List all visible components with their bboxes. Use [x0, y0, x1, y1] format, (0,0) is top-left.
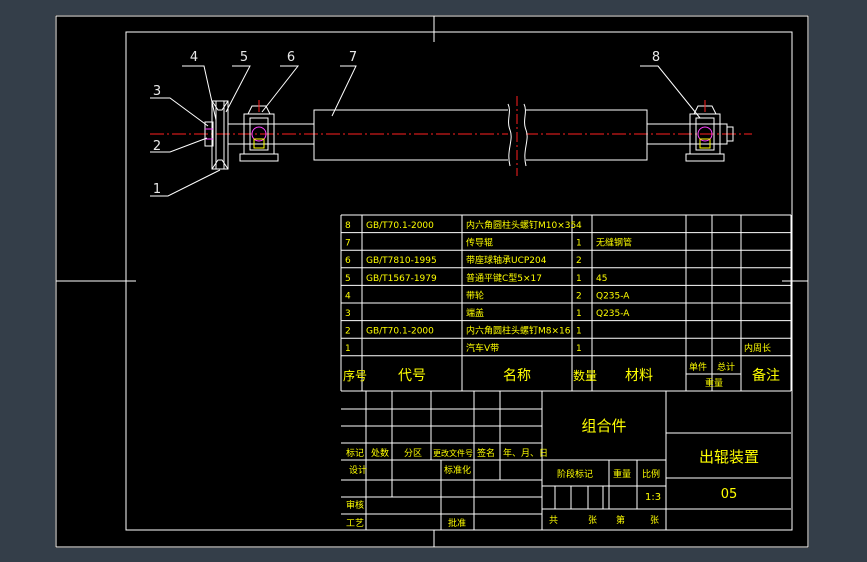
tb-approve: 批准	[448, 517, 466, 529]
bom-cell-name: 汽车V带	[466, 342, 499, 354]
tb-stage-mark: 阶段标记	[557, 468, 593, 480]
bom-cell-qty: 1	[576, 309, 582, 319]
bom-header-no: 序号	[343, 368, 367, 383]
bom-cell-name: 内六角圆柱头螺钉M10×35	[466, 219, 576, 231]
bom-cell-no: 8	[345, 221, 351, 231]
centering-marks	[56, 16, 808, 547]
tb-sheet-label: 第	[616, 514, 625, 526]
callout-leaders	[150, 65, 701, 197]
bom-cell-code: GB/T70.1-2000	[366, 221, 434, 231]
right-bearing-housing	[685, 100, 734, 162]
callout-1: 1	[153, 182, 161, 197]
bom-cell-no: 2	[345, 327, 351, 337]
bom-cell-material: 无缝钢管	[596, 237, 632, 249]
tb-sheet-unit-1: 张	[588, 515, 597, 526]
bom-header-material: 材料	[625, 368, 653, 384]
bom-cell-material: 45	[596, 274, 607, 284]
left-bearing-housing	[239, 100, 279, 162]
bom-cell-no: 5	[345, 274, 351, 284]
tb-total-label: 共	[549, 515, 558, 526]
bom-cell-qty: 1	[576, 327, 582, 337]
bom-header-qty: 数量	[573, 368, 597, 383]
roller-assembly: 4 5 6 7 3 2 1 8	[150, 50, 752, 197]
tb-scale: 1:3	[645, 492, 661, 503]
bom-cell-name: 端盖	[466, 307, 484, 319]
callout-3: 3	[153, 84, 161, 99]
bom-header-note: 备注	[752, 367, 780, 384]
tb-sheet-unit-2: 张	[650, 515, 659, 526]
tb-review: 审核	[346, 499, 364, 511]
bom-cell-qty: 2	[576, 256, 582, 266]
bom-header-code: 代号	[398, 368, 426, 384]
callout-6: 6	[287, 50, 295, 65]
callout-2: 2	[153, 139, 161, 154]
tb-drawing-no: 05	[721, 487, 738, 502]
title-block: 标记 处数 分区 更改文件号 签名 年、月、日 设计 标准化 审核 工艺 批准 …	[346, 417, 759, 529]
tb-assembly: 组合件	[581, 417, 626, 435]
bom-cell-name: 内六角圆柱头螺钉M8×16	[466, 325, 571, 337]
tb-drawing-name: 出辊装置	[699, 448, 759, 466]
bom-cell-code: GB/T1567-1979	[366, 274, 437, 284]
tb-weight: 重量	[613, 468, 631, 480]
callout-7: 7	[349, 50, 357, 65]
bom-cell-qty: 2	[576, 291, 582, 301]
bom-cell-name: 传导辊	[466, 237, 493, 249]
bom-header-name: 名称	[503, 368, 531, 384]
tb-mark: 标记	[346, 447, 364, 459]
callout-8: 8	[652, 50, 660, 65]
bom-cell-name: 普通平键C型5×17	[466, 272, 542, 284]
bom-cell-no: 7	[345, 239, 351, 249]
callout-4: 4	[190, 50, 198, 65]
bom-table-grid	[340, 214, 792, 392]
tb-zone: 分区	[404, 448, 422, 459]
tb-change-doc: 更改文件号	[433, 448, 473, 458]
tb-standardize: 标准化	[444, 464, 471, 476]
bom-cell-qty: 1	[576, 344, 582, 354]
bom-cell-qty: 4	[576, 221, 582, 231]
bom-cell-no: 6	[345, 256, 351, 266]
tb-scale-label: 比例	[642, 468, 660, 480]
bom-cell-qty: 1	[576, 274, 582, 284]
bom-cell-no: 3	[345, 309, 351, 319]
bom-cell-note: 内周长	[744, 342, 771, 354]
tb-process: 工艺	[346, 518, 364, 529]
title-block-grid	[341, 391, 791, 530]
callout-5: 5	[240, 50, 248, 65]
tb-date: 年、月、日	[503, 447, 548, 459]
bom-cell-code: GB/T7810-1995	[366, 256, 437, 266]
drawing-sheet	[55, 15, 809, 548]
v-belt-pulley	[204, 100, 229, 170]
tb-design: 设计	[349, 464, 367, 476]
tb-count: 处数	[371, 447, 389, 459]
bom-header-mass: 重量	[705, 377, 723, 389]
bom-header-unit: 单件	[689, 361, 707, 373]
bom-cell-material: Q235-A	[596, 309, 630, 319]
bom-cell-no: 1	[345, 344, 351, 354]
callout-labels: 4 5 6 7 3 2 1 8	[153, 50, 660, 197]
tb-signature: 签名	[477, 447, 495, 459]
bom-cell-code: GB/T70.1-2000	[366, 327, 434, 337]
bom-cell-material: Q235-A	[596, 291, 630, 301]
bom-cell-name: 带轮	[466, 289, 484, 301]
bom-cell-no: 4	[345, 291, 351, 301]
end-cap	[204, 121, 214, 147]
bom-cell-qty: 1	[576, 239, 582, 249]
bom-header-total: 总计	[717, 361, 735, 373]
bom-cell-name: 带座球轴承UCP204	[466, 254, 547, 266]
